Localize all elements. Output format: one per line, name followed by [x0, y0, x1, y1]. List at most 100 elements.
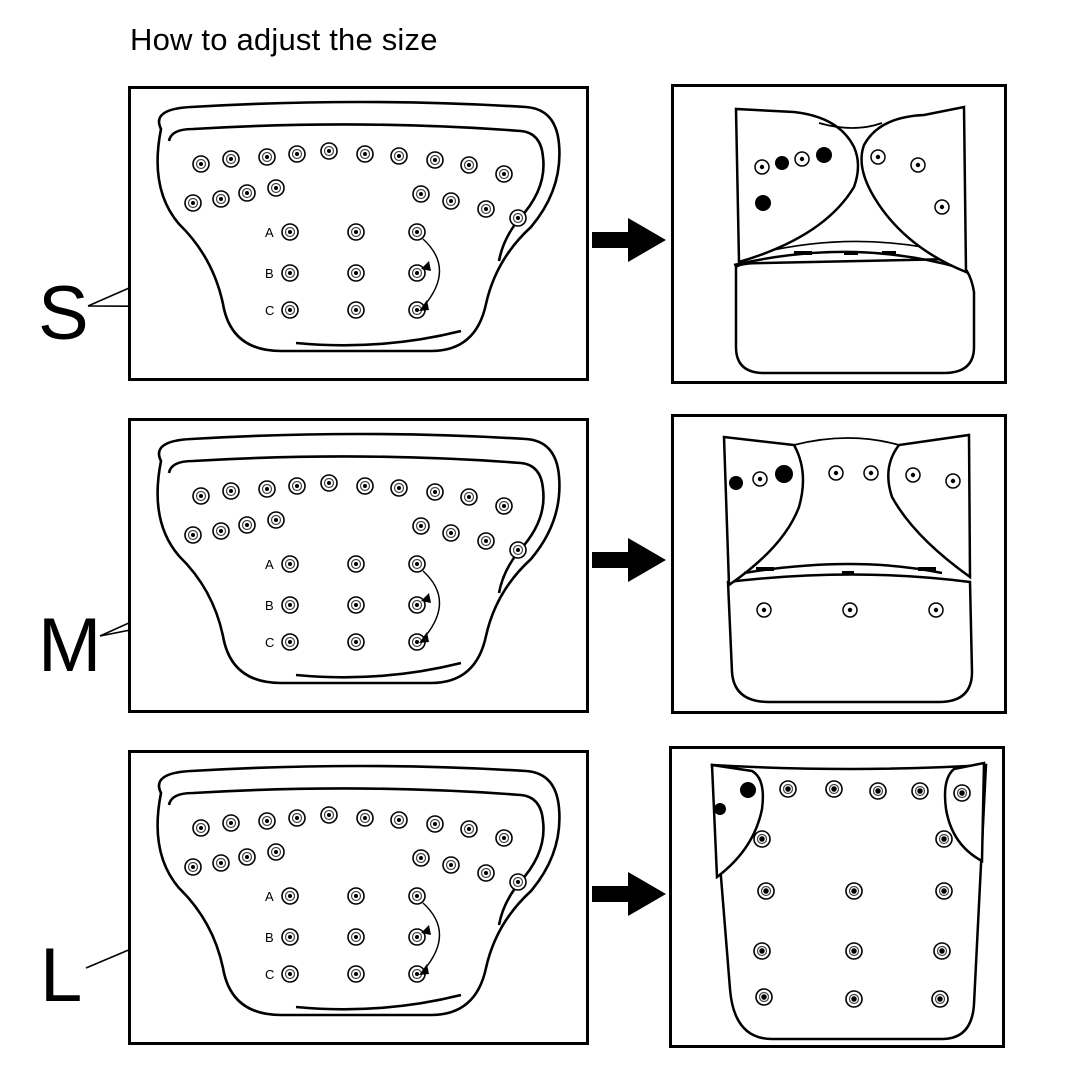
- snap-icon: [442, 524, 460, 542]
- snap-icon: [281, 301, 299, 319]
- snap-icon: [460, 156, 478, 174]
- diaper-open-diagram-m: ABC: [156, 432, 561, 685]
- snap-icon: [931, 990, 949, 1008]
- snap-icon: [184, 194, 202, 212]
- snap-icon: [347, 264, 365, 282]
- snap-icon: [477, 200, 495, 218]
- snap-icon: [238, 184, 256, 202]
- snap-icon: [356, 809, 374, 827]
- snap-icon: [288, 477, 306, 495]
- snap-icon: [495, 497, 513, 515]
- snap-icon: [390, 811, 408, 829]
- snap-icon: [192, 819, 210, 837]
- snap-icon: [495, 165, 513, 183]
- snap-icon: [757, 882, 775, 900]
- panel-l-open: A B C: [128, 750, 589, 1045]
- panel-m-closed: [671, 414, 1007, 714]
- snap-icon: [238, 516, 256, 534]
- snap-icon: [281, 633, 299, 651]
- snap-icon: [911, 782, 929, 800]
- arrow-right-icon: [592, 218, 666, 262]
- snap-row-label-b: B: [265, 930, 274, 945]
- snap-icon: [509, 541, 527, 559]
- snap-icon: [408, 555, 426, 573]
- snap-row-label-c: C: [265, 635, 274, 650]
- snap-icon: [320, 474, 338, 492]
- snap-icon: [347, 596, 365, 614]
- snap-row-label-c: C: [265, 967, 274, 982]
- snap-icon: [212, 522, 230, 540]
- snap-icon: [477, 864, 495, 882]
- arrow-right-icon: [592, 872, 666, 916]
- curved-arrow-icon: [419, 238, 441, 311]
- snap-icon: [347, 965, 365, 983]
- panel-l-closed: [669, 746, 1005, 1048]
- snap-icon: [509, 209, 527, 227]
- snap-icon: [320, 142, 338, 160]
- snap-icon: [845, 882, 863, 900]
- snap-row-label-a: A: [265, 889, 274, 904]
- page-title: How to adjust the size: [130, 22, 438, 57]
- diaper-open-diagram-s: A B C: [156, 100, 561, 353]
- snap-icon: [869, 782, 887, 800]
- snap-icon: [426, 483, 444, 501]
- diaper-open-diagram-l: A B C: [156, 764, 561, 1017]
- size-label-m: M: [38, 603, 102, 688]
- snap-icon: [755, 988, 773, 1006]
- snap-icon: [426, 151, 444, 169]
- snap-icon: [935, 882, 953, 900]
- snap-icon: [281, 887, 299, 905]
- arrow-right-icon: [592, 538, 666, 582]
- snap-icon: [347, 223, 365, 241]
- snap-icon: [184, 858, 202, 876]
- snap-icon: [426, 815, 444, 833]
- snap-icon: [390, 479, 408, 497]
- snap-icon: [412, 185, 430, 203]
- size-label-s: S: [38, 271, 89, 356]
- snap-icon: [222, 482, 240, 500]
- snap-icon: [460, 488, 478, 506]
- snap-icon: [477, 532, 495, 550]
- panel-s-open: A B C: [128, 86, 589, 381]
- snap-icon: [408, 887, 426, 905]
- snap-icon: [753, 830, 771, 848]
- diaper-closed-diagram-m: [722, 433, 974, 704]
- curved-arrow-icon: [419, 570, 441, 643]
- snap-icon: [412, 849, 430, 867]
- snap-icon: [288, 145, 306, 163]
- snap-row-label-c: C: [265, 303, 274, 318]
- snap-icon: [281, 596, 299, 614]
- snap-icon: [281, 928, 299, 946]
- snap-icon: [495, 829, 513, 847]
- snap-icon: [192, 155, 210, 173]
- snap-icon: [933, 942, 951, 960]
- snap-icon: [845, 990, 863, 1008]
- snap-row-label-a: A: [265, 225, 274, 240]
- snap-icon: [347, 301, 365, 319]
- snap-icon: [222, 150, 240, 168]
- snap-icon: [212, 190, 230, 208]
- panel-s-closed: [671, 84, 1007, 384]
- snap-icon: [222, 814, 240, 832]
- snap-icon: [347, 887, 365, 905]
- snap-icon: [460, 820, 478, 838]
- diaper-closed-diagram-s: [733, 105, 976, 375]
- curved-arrow-icon: [419, 902, 441, 975]
- snap-icon: [258, 148, 276, 166]
- snap-icon: [281, 264, 299, 282]
- snap-icon: [753, 942, 771, 960]
- snap-row-label-a: A: [265, 557, 274, 572]
- snap-icon: [320, 806, 338, 824]
- snap-icon: [347, 928, 365, 946]
- snap-icon: [412, 517, 430, 535]
- snap-icon: [442, 192, 460, 210]
- snap-icon: [953, 784, 971, 802]
- snap-icon: [184, 526, 202, 544]
- snap-icon: [258, 480, 276, 498]
- snap-icon: [442, 856, 460, 874]
- snap-icon: [356, 145, 374, 163]
- snap-row-label-b: B: [265, 266, 274, 281]
- snap-icon: [779, 780, 797, 798]
- snap-icon: [845, 942, 863, 960]
- snap-icon: [347, 555, 365, 573]
